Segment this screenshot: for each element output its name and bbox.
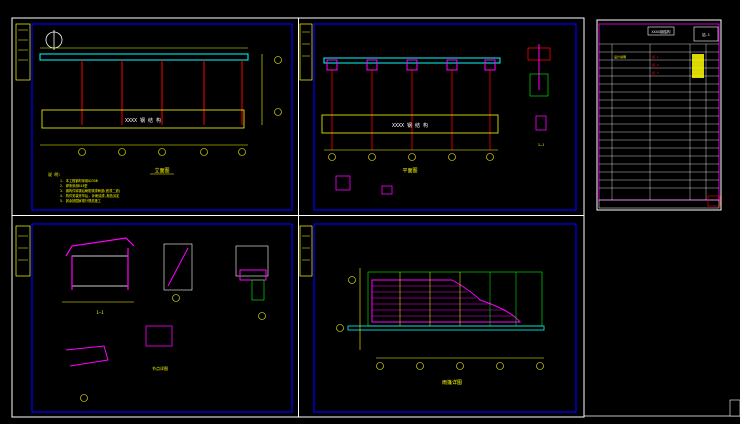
base-plate [366,59,378,71]
note-line: 1. 本工程钢材采用Q235B [60,178,98,183]
plan-beam [323,57,501,64]
base-plate [326,59,338,71]
grid-bubble [78,148,86,156]
base-plate [406,59,418,71]
sheet-canopy[interactable]: 雨篷详图 [299,223,577,413]
sheet-tab [299,23,313,81]
drawing-list-row: 结-2 [652,62,659,67]
banner-text: XXXX 钢 结 构 [392,122,428,129]
frame-divider-horizontal [12,215,584,216]
frame-section [71,255,129,287]
drawing-list-row: 结-1 [652,54,659,59]
note-line: 4. 构件安装完毕后, 补刷油漆,颜色另定 [60,193,120,198]
caption-section-detail: 1—1 [96,310,104,315]
grid-bubble [118,148,126,156]
scrollbar-handle[interactable] [729,399,740,417]
sheet-elevation[interactable]: XXXX 钢 结 构 立面图 说 明: 1. 本工程钢材采用Q235B 2. 焊… [15,23,293,211]
sheet-tab [299,225,313,277]
note-line: 3. 钢构件除锈后刷防锈漆两道(底漆二道) [60,188,121,193]
note-line: 5. 其余按国家现行规范施工 [60,198,102,203]
title-block-sheet-label: 结-1 [702,32,710,37]
caption-section-a: 1—1 [538,143,544,147]
banner-text: XXXX 钢 结 构 [125,117,161,124]
grid-bubble [238,148,246,156]
base-plate [446,59,458,71]
axis-bubble [274,56,282,64]
sheet-border [313,23,577,211]
notes-title: 说 明: [48,171,61,177]
drawing-list-row: 设计说明 [614,54,626,59]
title-block-header: XXXX钢结构 [652,29,671,34]
frame-divider-vertical [298,18,299,417]
title-block-frame [596,19,722,211]
sheet-tab [15,23,31,81]
grid-bubble [200,148,208,156]
caption-section-b: 节点详图 [152,365,168,371]
detail-box [381,185,393,195]
sheet-border [31,223,293,413]
canopy-hatch [367,271,543,327]
drawing-list-row: 结-3 [652,70,659,75]
banner-sign [41,109,245,129]
caption-canopy: 雨篷详图 [442,379,462,386]
base-plate [484,59,496,71]
roof-beam [39,53,249,61]
banner-sign [321,114,499,134]
sheet-plan[interactable]: XXXX 钢 结 构 平面图 1—1 [299,23,577,211]
note-line: 2. 焊条采用E43型 [60,183,88,188]
grid-bubble [158,148,166,156]
detail-box [335,175,351,191]
sheet-border [313,223,577,413]
sheet-tab [15,225,31,277]
sheet-details[interactable]: 1—1 节点详图 [15,223,293,413]
caption-elevation: 立面图 [154,167,169,174]
title-block[interactable]: XXXX钢结构 结-1 设计说明 [596,19,722,211]
axis-bubble [274,108,282,116]
sheet-border [31,23,293,211]
detail-box [145,325,173,347]
caption-plan: 平面图 [402,168,417,174]
